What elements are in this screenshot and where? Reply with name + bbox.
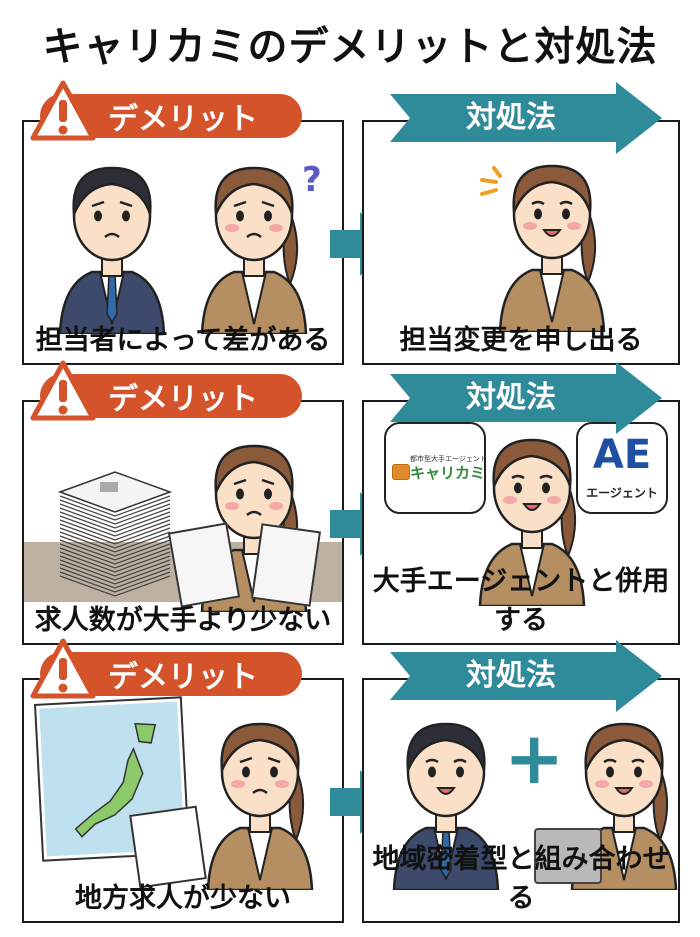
solution-tag: 対処法 — [390, 362, 662, 434]
solution-caption: 担当変更を申し出る — [399, 325, 643, 356]
solution-caption: 地域密着型と組み合わせる — [372, 844, 670, 914]
page-title: キャリカミのデメリットと対処法 — [42, 24, 658, 70]
demerit-illustration — [24, 696, 342, 892]
solution-tag: 対処法 — [390, 82, 662, 154]
demerit-panel: 求人数が大手より少ない — [22, 400, 344, 645]
solution-caption: 大手エージェントと併用する — [372, 566, 670, 636]
solution-arrow-icon — [390, 640, 662, 712]
plus-icon: + — [504, 716, 565, 800]
solution-arrow-icon — [390, 362, 662, 434]
warning-icon — [30, 80, 96, 142]
solution-panel: 都市型大手エージェントキャリカミ AE エージェント大手エージェントと併用する — [362, 400, 680, 645]
demerit-caption: 地方求人が少ない — [75, 883, 291, 914]
demerit-caption: 担当者によって差がある — [35, 325, 331, 356]
warning-icon — [30, 638, 96, 700]
karikami-logo-bubble: 都市型大手エージェントキャリカミ — [384, 422, 487, 514]
woman-figure — [472, 416, 592, 610]
sparkle-icon — [480, 166, 502, 196]
solution-illustration: 都市型大手エージェントキャリカミ AE エージェント — [364, 422, 678, 608]
solution-panel: 担当変更を申し出る — [362, 120, 680, 365]
job-posting-sheet — [251, 523, 321, 607]
demerit-tag-label: デメリット — [108, 660, 258, 695]
solution-illustration: + — [364, 710, 678, 892]
demerit-tag: デメリット — [30, 80, 302, 141]
question-mark-icon: ? — [302, 160, 322, 200]
solution-panel: + 地域密着型と組み合わせる — [362, 678, 680, 923]
demerit-tag-label: デメリット — [108, 102, 258, 137]
solution-tag-label: 対処法 — [466, 100, 556, 135]
ae-logo-big: AE — [592, 432, 652, 478]
solution-tag: 対処法 — [390, 640, 662, 712]
demerit-tag-label: デメリット — [108, 382, 258, 417]
ae-logo-bubble: AE エージェント — [576, 422, 668, 514]
demerit-tag: デメリット — [30, 638, 302, 699]
demerit-illustration: ? — [24, 142, 342, 336]
demerit-panel: 地方求人が少ない — [22, 678, 344, 923]
warning-icon — [30, 360, 96, 422]
woman-figure — [200, 700, 320, 894]
karikami-logo-subtitle: 都市型大手エージェント — [410, 455, 487, 463]
japan-map-icon — [74, 722, 157, 838]
job-posting-sheet — [167, 522, 241, 608]
japan-map — [33, 696, 191, 862]
man-figure — [52, 144, 172, 338]
woman-figure — [492, 142, 612, 336]
solution-illustration — [364, 152, 678, 334]
job-postings-stack-icon — [57, 471, 173, 597]
demerit-illustration — [24, 422, 342, 614]
tv-logo-icon — [392, 464, 410, 480]
demerit-caption: 求人数が大手より少ない — [34, 605, 332, 636]
woman-figure — [194, 144, 314, 338]
karikami-logo-name: キャリカミ — [410, 464, 486, 482]
laptop-icon — [534, 828, 602, 884]
solution-tag-label: 対処法 — [466, 658, 556, 693]
ae-logo-subtitle: エージェント — [586, 486, 658, 500]
demerit-panel: ? 担当者によって差がある — [22, 120, 344, 365]
demerit-tag: デメリット — [30, 360, 302, 421]
man-figure — [386, 700, 506, 894]
solution-arrow-icon — [390, 82, 662, 154]
solution-tag-label: 対処法 — [466, 380, 556, 415]
